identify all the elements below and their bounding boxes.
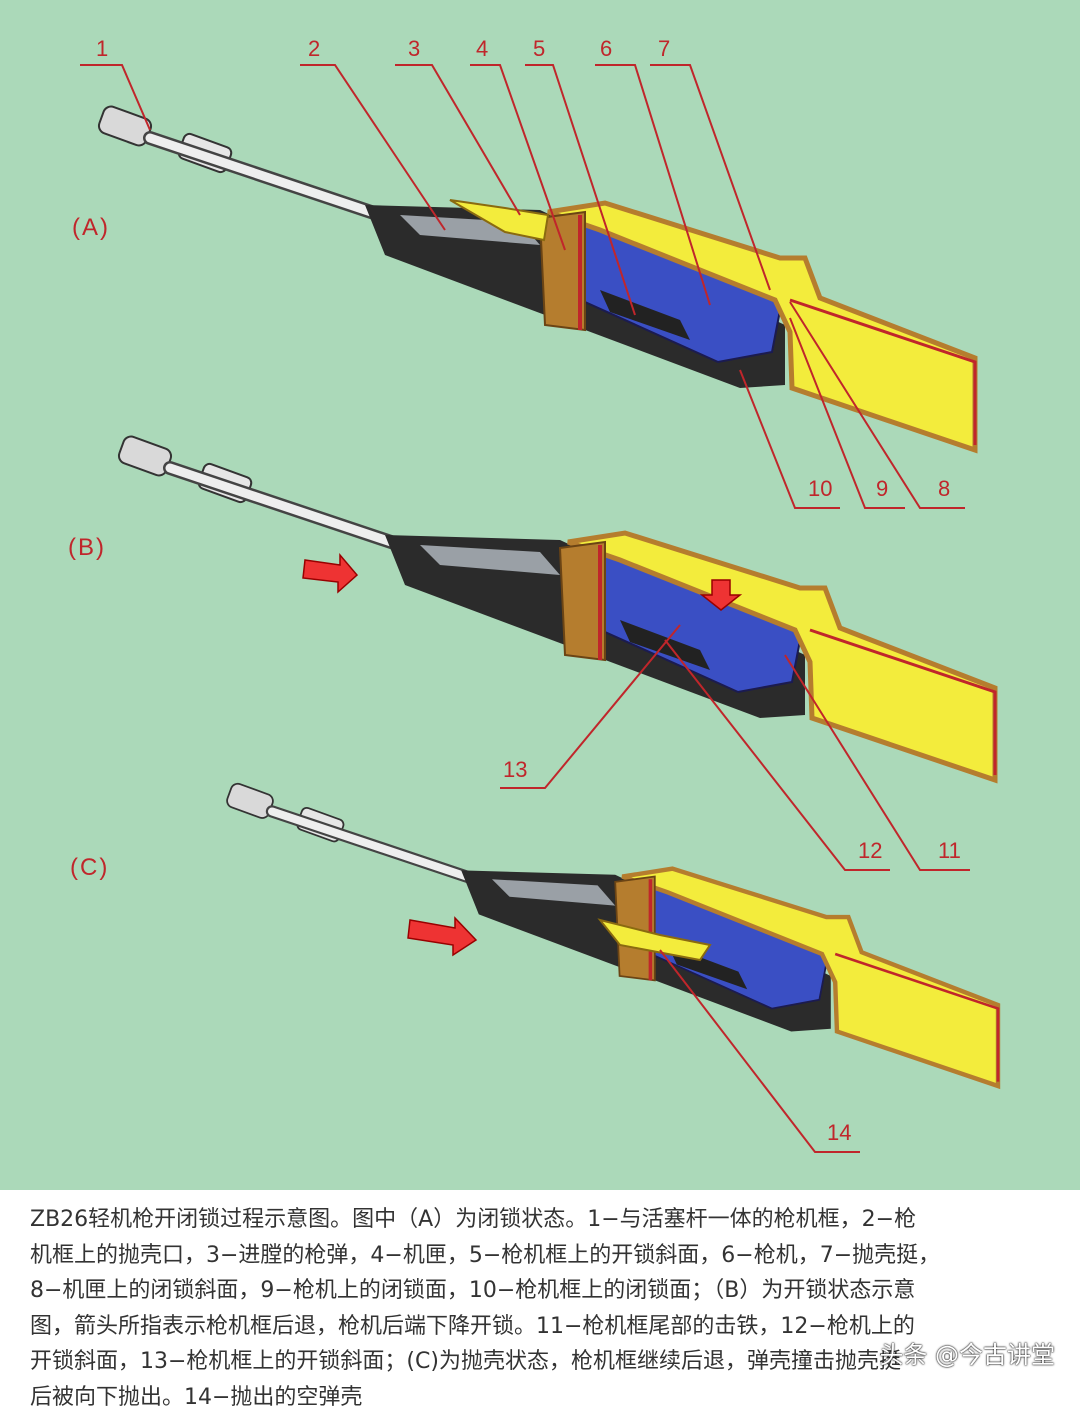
caption-line: 8−机匣上的闭锁斜面，9−枪机上的闭锁面，10−枪机框上的闭锁面；（B）为开锁状… [30, 1278, 916, 1303]
label-6: 6 [600, 36, 612, 61]
caption-line: 机框上的抛壳口，3−进膛的枪弹，4−机匣，5−枪机框上的开锁斜面，6−枪机，7−… [30, 1242, 941, 1268]
leader-lines [80, 64, 970, 1153]
zb26-diagram: (A) (B) (C) 1 2 3 4 5 6 7 8 9 10 11 12 1… [68, 36, 1080, 1153]
arrow-down-icon [699, 579, 743, 611]
caption-line: 开锁斜面，13−枪机框上的开锁斜面；(C)为抛壳状态，枪机框继续后退，弹壳撞击抛… [30, 1349, 901, 1374]
caption-line: 后被向下抛出。14−抛出的空弹壳 [30, 1384, 363, 1410]
label-1: 1 [96, 36, 108, 61]
gun-diagram-a [97, 104, 975, 450]
label-4: 4 [476, 36, 488, 61]
ejected-case [597, 918, 712, 962]
gun-diagram-b [117, 434, 995, 780]
arrow-right-icon [302, 552, 359, 594]
label-11: 11 [938, 838, 961, 863]
label-10: 10 [808, 476, 832, 501]
caption-line: ZB26轻机枪开闭锁过程示意图。图中（A）为闭锁状态。1−与活塞杆一体的枪机框，… [30, 1207, 917, 1232]
cartridge [449, 199, 550, 242]
label-13: 13 [503, 757, 527, 782]
panel-label-a: (A) [72, 214, 110, 241]
label-12: 12 [858, 838, 882, 863]
label-8: 8 [938, 476, 950, 501]
figure-caption: ZB26轻机枪开闭锁过程示意图。图中（A）为闭锁状态。1−与活塞杆一体的枪机框，… [30, 1202, 1065, 1415]
label-14: 14 [827, 1120, 851, 1145]
diagram-area: (A) (B) (C) 1 2 3 4 5 6 7 8 9 10 11 12 1… [0, 0, 1080, 1190]
panel-label-c: (C) [70, 854, 109, 881]
label-5: 5 [533, 36, 545, 61]
arrow-right-icon [407, 916, 478, 957]
label-9: 9 [876, 476, 888, 501]
panel-label-b: (B) [68, 534, 106, 561]
caption-line: 图，箭头所指表示枪机框后退，枪机后端下降开锁。11−枪机框尾部的击铁，12−枪机… [30, 1313, 915, 1339]
label-3: 3 [408, 36, 420, 61]
watermark: 头条 @今古讲堂 [879, 1341, 1055, 1369]
label-7: 7 [658, 36, 670, 61]
label-2: 2 [308, 36, 320, 61]
